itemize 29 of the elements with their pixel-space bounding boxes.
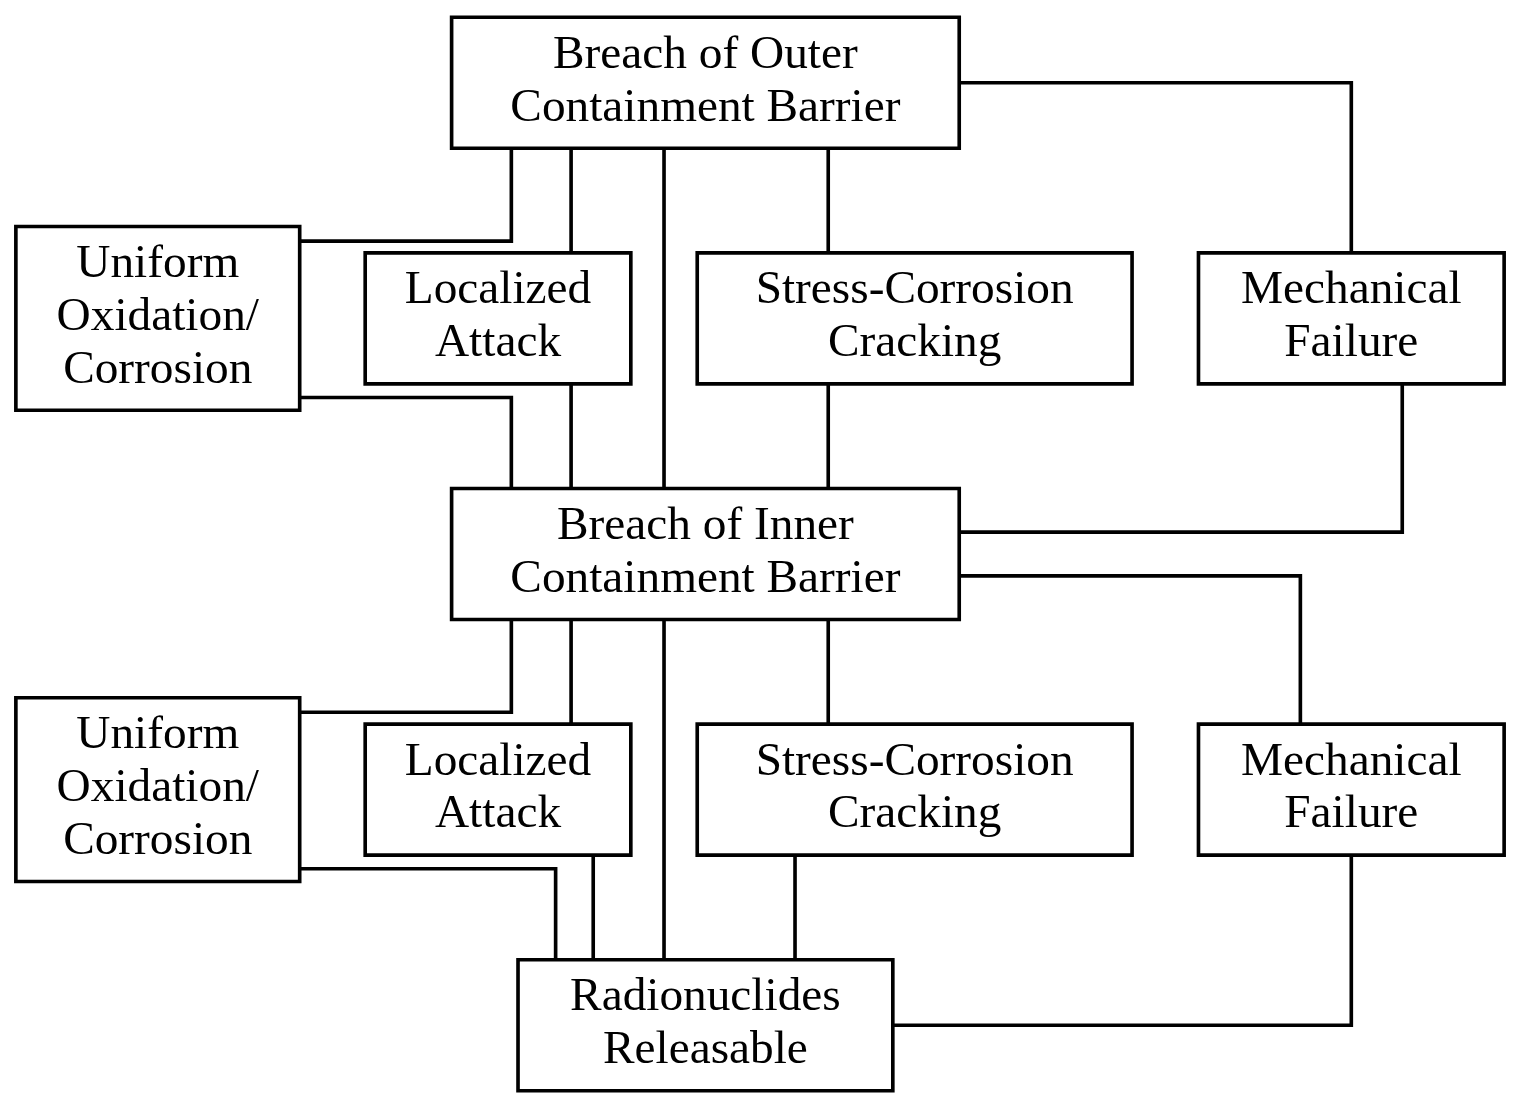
connector [569,383,573,488]
connector [826,383,831,488]
connector [300,148,514,243]
node-box: Breach of Inner Containment Barrier [449,486,962,621]
node-box: Uniform Oxidation/ Corrosion [14,695,302,883]
node-box: Breach of Outer Containment Barrier [449,14,962,150]
connector [893,854,1354,1027]
connector [569,619,573,723]
connector [959,80,1354,253]
connector [959,573,1303,724]
connector [569,147,573,252]
connector [826,147,831,252]
connector [300,619,514,714]
node-box: Stress-Corrosion Cracking [695,721,1134,857]
node-box: Stress-Corrosion Cracking [695,250,1134,386]
connector [662,619,666,959]
node-box: Uniform Oxidation/ Corrosion [14,224,302,412]
connector [662,147,666,488]
node-box: Localized Attack [363,721,633,857]
node-box: Localized Attack [363,250,633,386]
connector [299,866,558,959]
node-box: Mechanical Failure [1196,721,1506,857]
connector [793,854,797,959]
node-box: Mechanical Failure [1196,250,1506,386]
connector [300,395,514,488]
node-box: Radionuclides Releasable [516,957,895,1093]
connector [959,383,1405,534]
connector [591,854,596,959]
connector [826,619,831,723]
